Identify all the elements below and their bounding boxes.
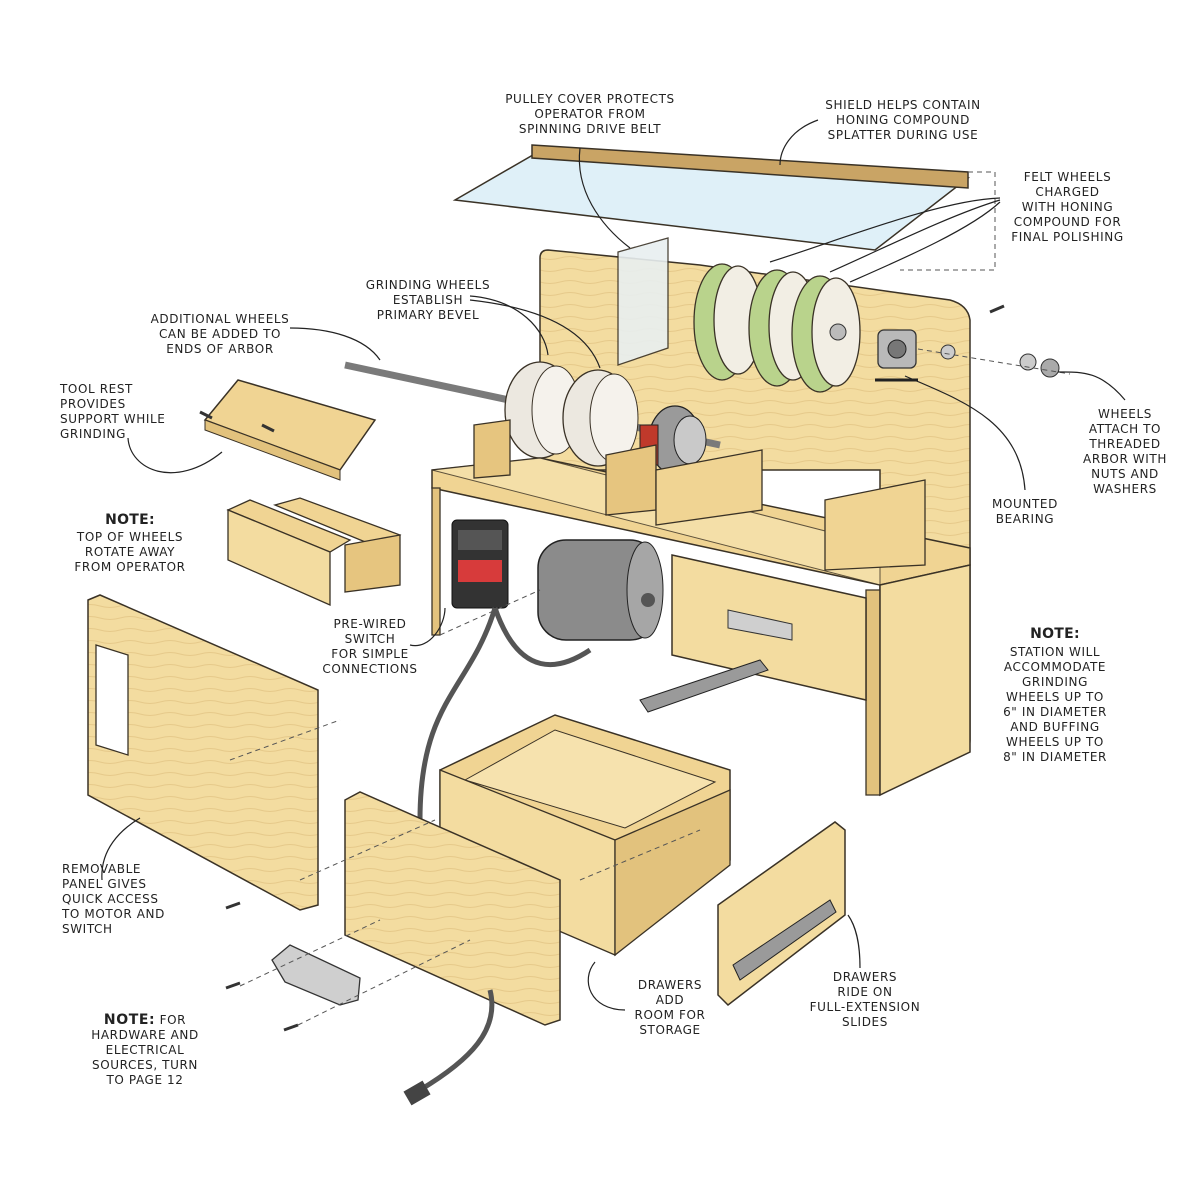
drawer-pull [271, 944, 361, 1006]
note-wheels-body: TOP OF WHEELS ROTATE AWAY FROM OPERATOR [74, 530, 186, 574]
label-pulley-cover: PULLEY COVER PROTECTS OPERATOR FROM SPIN… [505, 92, 675, 136]
nut [940, 344, 956, 360]
tool-rest [203, 379, 377, 481]
felt-wheels [693, 263, 861, 393]
drawer-front [344, 791, 561, 1026]
label-additional-wheels: ADDITIONAL WHEELS CAN BE ADDED TO ENDS O… [150, 312, 290, 356]
leader-lines [101, 119, 1126, 1011]
drawer-slide-upper [639, 659, 769, 713]
lower-drawer [439, 714, 731, 957]
label-removable-panel: REMOVABLE PANEL GIVES QUICK ACCESS TO MO… [62, 862, 165, 936]
grinding-wheels [504, 361, 639, 467]
pulley-cover [617, 237, 669, 366]
motor-cord [492, 607, 592, 668]
label-wheels-attach: WHEELS ATTACH TO THREADED ARBOR WITH NUT… [1083, 407, 1167, 496]
label-mounted-bearing: MOUNTED BEARING [992, 497, 1058, 526]
dashed-guide [900, 171, 996, 271]
removable-panel [87, 594, 319, 911]
dashed-guide [917, 348, 1071, 375]
tool-rest-base [226, 497, 402, 606]
note-wheels-title: NOTE: [105, 512, 155, 528]
shield [452, 144, 971, 251]
upper-drawer [671, 554, 867, 701]
label-drawers-ride: DRAWERS RIDE ON FULL-EXTENSION SLIDES [809, 970, 921, 1029]
drive-pulley [639, 405, 707, 475]
label-grinding-wheels: GRINDING WHEELS ESTABLISH PRIMARY BEVEL [365, 278, 491, 322]
label-pre-wired-switch: PRE-WIRED SWITCH FOR SIMPLE CONNECTIONS [322, 617, 418, 676]
label-shield: SHIELD HELPS CONTAIN HONING COMPOUND SPL… [825, 98, 981, 142]
note-station-body: STATION WILL ACCOMMODATE GRINDING WHEELS… [1003, 645, 1107, 764]
drawer-slide-panel [717, 821, 846, 1006]
label-drawers-add: DRAWERS ADD ROOM FOR STORAGE [634, 978, 706, 1037]
note-hardware-title: NOTE: [103, 1012, 156, 1028]
label-tool-rest: TOOL REST PROVIDES SUPPORT WHILE GRINDIN… [60, 382, 166, 441]
note-station-title: NOTE: [1030, 626, 1080, 642]
power-cord [417, 607, 498, 821]
screws [199, 304, 1005, 1032]
arbor-blocks [473, 419, 926, 571]
note-hardware: NOTE: FOR HARDWARE AND ELECTRICAL SOURCE… [70, 1013, 220, 1088]
nuts-washers [1019, 353, 1060, 378]
motor [537, 539, 664, 641]
case-frame [431, 487, 971, 797]
power-plug [403, 989, 495, 1106]
assembly-lines [229, 589, 701, 1026]
switch [451, 519, 509, 609]
label-felt-wheels: FELT WHEELS CHARGED WITH HONING COMPOUND… [1011, 170, 1124, 244]
note-hardware-body: FOR HARDWARE AND ELECTRICAL SOURCES, TUR… [91, 1013, 199, 1087]
mounted-bearing [875, 329, 918, 382]
